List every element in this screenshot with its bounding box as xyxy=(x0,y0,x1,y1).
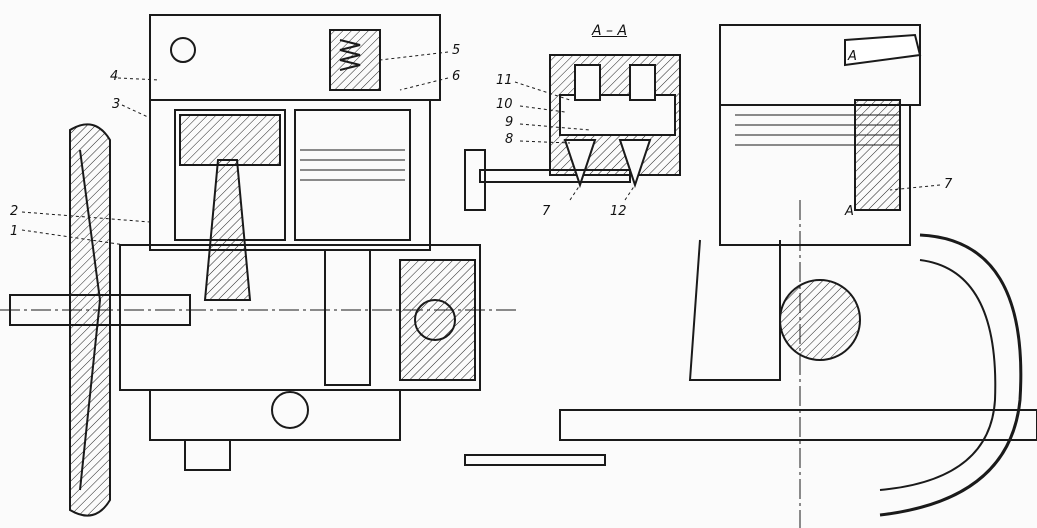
side-view xyxy=(464,24,1037,528)
part-label-6: 6 xyxy=(452,69,461,84)
part-label-3: 3 xyxy=(112,97,121,112)
section-title: A – A xyxy=(592,23,628,39)
cylinder-block xyxy=(149,99,431,251)
part-label-2: 2 xyxy=(10,204,19,219)
section-mark-top: A xyxy=(848,49,857,64)
part-label-9: 9 xyxy=(505,115,514,130)
pulley xyxy=(69,123,111,517)
part-label-10: 10 xyxy=(496,97,513,112)
part-label-5: 5 xyxy=(452,43,461,58)
crankcase xyxy=(119,244,481,391)
part-label-1: 1 xyxy=(10,224,19,239)
part-label-7-side: 7 xyxy=(944,177,953,192)
piston xyxy=(179,114,281,166)
part-label-11: 11 xyxy=(496,73,513,88)
section-a-a-view xyxy=(464,54,681,211)
part-label-8: 8 xyxy=(505,132,514,147)
part-label-7: 7 xyxy=(542,204,551,219)
connecting-rod xyxy=(203,159,252,301)
part-label-4: 4 xyxy=(110,69,119,84)
part-label-12: 12 xyxy=(610,204,627,219)
section-mark-bottom: A xyxy=(845,204,854,219)
